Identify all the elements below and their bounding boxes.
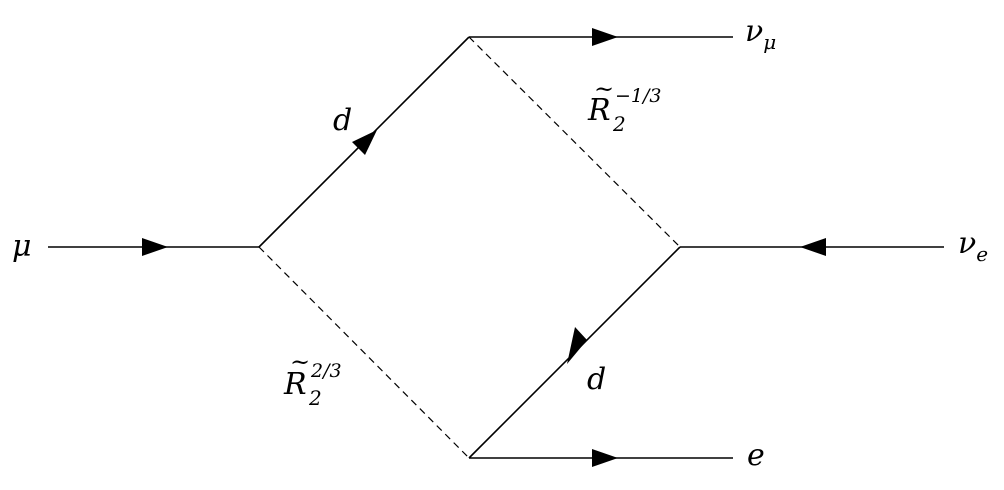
- electron-arrow: [592, 449, 618, 467]
- nu-mu-arrow: [592, 28, 618, 46]
- upper-quark-arrow: [352, 130, 377, 155]
- muon-label: μ: [12, 229, 32, 264]
- nu-e-label: νe: [958, 226, 988, 266]
- lower-leptoquark-tilde: ~: [290, 348, 310, 376]
- lower-leptoquark-label: ~ R 2 2/3: [283, 348, 342, 410]
- upper-leptoquark-tilde: ~: [594, 75, 614, 103]
- upper-leptoquark-charge: −1/3: [615, 85, 662, 107]
- nu-e-symbol: ν: [958, 226, 976, 261]
- upper-leptoquark-symbol: R: [587, 93, 611, 128]
- lower-leptoquark-subscript: 2: [308, 386, 322, 410]
- upper-leptoquark-subscript: 2: [612, 112, 626, 136]
- upper-quark-label: d: [333, 103, 352, 138]
- nu-e-arrow: [800, 238, 826, 256]
- lower-leptoquark-line: [258, 246, 470, 459]
- lower-quark-label: d: [587, 362, 606, 397]
- electron-label: e: [747, 438, 765, 473]
- nu-mu-subscript: μ: [763, 30, 776, 54]
- upper-leptoquark-line: [468, 36, 681, 248]
- nu-e-subscript: e: [976, 242, 988, 266]
- upper-leptoquark-label: ~ R 2 −1/3: [587, 75, 662, 136]
- muon-arrow: [142, 238, 168, 256]
- lower-leptoquark-charge: 2/3: [310, 360, 342, 382]
- lower-quark-arrow: [567, 327, 587, 364]
- nu-mu-symbol: ν: [745, 14, 763, 49]
- lower-leptoquark-symbol: R: [283, 367, 307, 402]
- nu-mu-label: νμ: [745, 14, 776, 54]
